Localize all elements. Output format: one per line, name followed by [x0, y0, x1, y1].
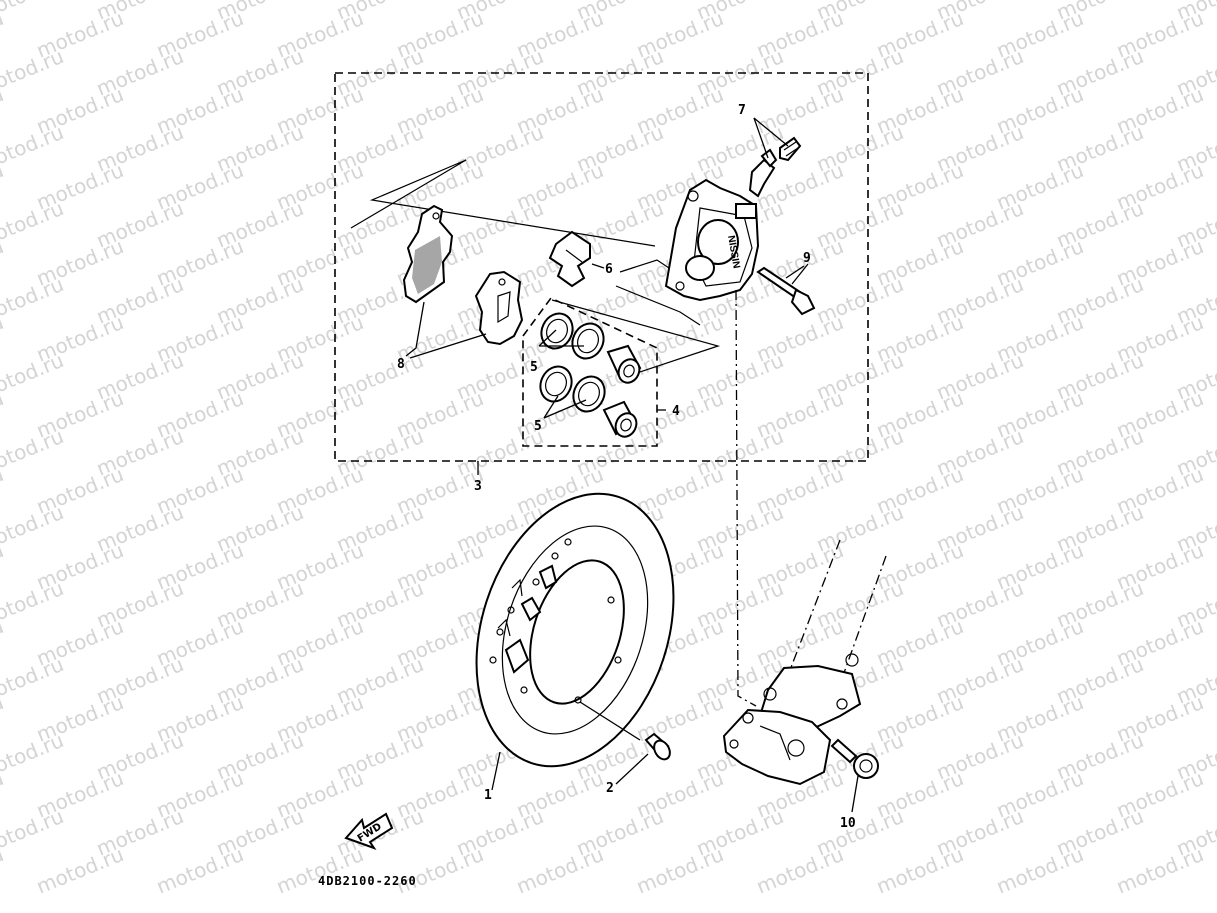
mount-guide-line — [735, 289, 757, 707]
callout-5-upper: 5 — [530, 360, 538, 375]
part-code: 4DB2100-2260 — [318, 874, 417, 888]
brake-disc — [475, 492, 675, 768]
brake-pad-right — [474, 270, 524, 346]
callout-1: 1 — [484, 788, 492, 803]
brake-pad-left — [402, 204, 454, 304]
caliper-bolt — [830, 738, 879, 813]
callout-10: 10 — [840, 816, 856, 831]
pad-pin — [756, 265, 816, 316]
leader-lines — [405, 117, 809, 791]
front-fork — [722, 539, 887, 786]
callout-5-lower: 5 — [534, 419, 542, 434]
callout-2: 2 — [606, 781, 614, 796]
callout-7: 7 — [738, 103, 746, 118]
pad-guide-lines — [350, 159, 721, 377]
pistons — [602, 344, 642, 438]
piston-seals — [539, 312, 606, 413]
disc-bolt — [644, 732, 671, 761]
bleed-screw — [748, 136, 802, 198]
callout-8: 8 — [397, 357, 405, 372]
callout-9: 9 — [803, 251, 811, 266]
seal-kit-box — [522, 296, 666, 447]
caliper-body: NISSIN — [664, 178, 760, 302]
caliper-assembly-box — [334, 72, 869, 475]
fwd-arrow-icon: FWD — [344, 812, 394, 850]
callout-4: 4 — [672, 404, 680, 419]
callout-3: 3 — [474, 479, 482, 494]
pad-spring — [548, 230, 605, 288]
callout-6: 6 — [605, 262, 613, 277]
